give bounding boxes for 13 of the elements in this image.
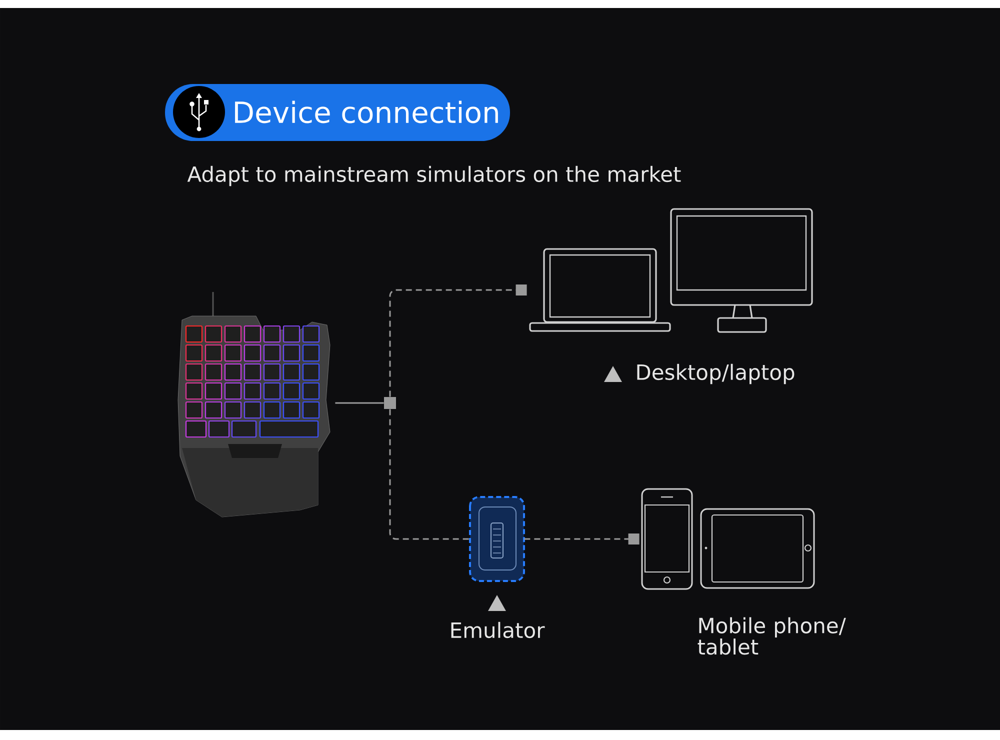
- connector-line: [389, 409, 470, 540]
- connector-line: [335, 402, 384, 404]
- mobile-device-drawing: [641, 488, 815, 590]
- subtitle-text: Adapt to mainstream simulators on the market: [187, 166, 681, 186]
- keyboard-photo: [178, 292, 330, 518]
- computer-drawing: [529, 208, 813, 333]
- caption-text: Desktop/laptop: [637, 364, 794, 384]
- junction-square: [384, 397, 396, 409]
- caption-text: Mobile phone/ tablet: [698, 617, 846, 655]
- caption-text: Emulator: [451, 622, 545, 638]
- connector-line: [524, 534, 640, 544]
- connector-line: [389, 284, 527, 397]
- emulator-drawing: [469, 496, 525, 582]
